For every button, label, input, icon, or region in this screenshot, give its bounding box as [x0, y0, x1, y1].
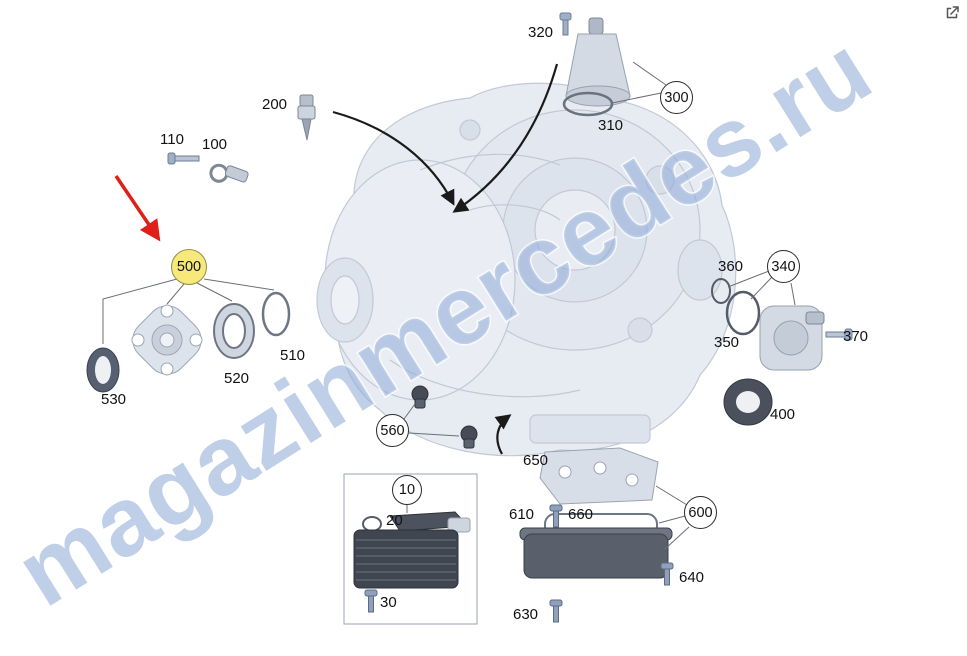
callout-lines-600	[655, 485, 690, 550]
drain-plug-icons	[411, 385, 478, 449]
oil-cooler-part	[353, 511, 471, 589]
transmission-housing	[316, 82, 737, 457]
callout-lines-560	[403, 403, 460, 437]
callout-lines-500	[102, 278, 275, 344]
part-callout-600[interactable]: 600	[684, 496, 717, 529]
bolt-370-icon	[825, 328, 853, 341]
mount-370-part	[759, 305, 825, 371]
bracket-650-part	[539, 447, 659, 505]
part-label-350: 350	[714, 334, 740, 351]
part-label-310: 310	[598, 117, 624, 134]
part-label-360: 360	[718, 258, 744, 275]
engine-mount-part	[565, 17, 631, 107]
part-label-320: 320	[528, 24, 554, 41]
cooler-group-box	[343, 473, 478, 625]
callout-lines-340	[727, 270, 796, 306]
external-link-icon[interactable]	[943, 4, 961, 22]
oring-310-icon	[562, 91, 614, 117]
seal-400-icon	[723, 378, 773, 426]
bolt-630-icon	[549, 599, 563, 623]
oil-pan-part	[519, 527, 673, 579]
part-label-30: 30	[380, 594, 397, 611]
bolt-110-icon	[167, 152, 200, 165]
part-label-650: 650	[523, 452, 549, 469]
oring-360-icon	[711, 278, 731, 304]
output-flange-part	[131, 304, 203, 376]
sensor-200-icon	[297, 94, 316, 141]
part-label-630: 630	[513, 606, 539, 623]
bolt-320-icon	[559, 12, 572, 36]
part-label-400: 400	[770, 406, 796, 423]
oring-510-icon	[261, 291, 291, 337]
pointer-arrows	[332, 63, 559, 455]
highlight-arrow	[114, 175, 161, 242]
part-callout-10[interactable]: 10	[392, 475, 422, 505]
part-label-660: 660	[568, 506, 594, 523]
part-callout-560[interactable]: 560	[376, 414, 409, 447]
callout-lines-300	[611, 61, 667, 104]
part-label-530: 530	[101, 391, 127, 408]
part-callout-300[interactable]: 300	[660, 81, 693, 114]
part-label-100: 100	[202, 136, 228, 153]
oring-20-icon	[362, 516, 382, 532]
seal-520-icon	[213, 303, 255, 359]
part-label-20: 20	[386, 512, 403, 529]
part-callout-340[interactable]: 340	[767, 250, 800, 283]
oring-350-icon	[725, 290, 761, 336]
sensor-100-icon	[209, 163, 249, 183]
seal-530-icon	[86, 347, 120, 393]
part-label-110: 110	[160, 131, 184, 148]
part-label-640: 640	[679, 569, 705, 586]
part-label-370: 370	[843, 328, 869, 345]
bolt-30-icon	[364, 589, 378, 613]
bolt-640-icon	[660, 562, 674, 586]
part-label-610: 610	[509, 506, 535, 523]
part-label-200: 200	[262, 96, 288, 113]
part-label-520: 520	[224, 370, 250, 387]
part-label-510: 510	[280, 347, 306, 364]
part-callout-500-highlighted[interactable]: 500	[171, 249, 207, 285]
bolt-610-icon	[549, 504, 563, 528]
